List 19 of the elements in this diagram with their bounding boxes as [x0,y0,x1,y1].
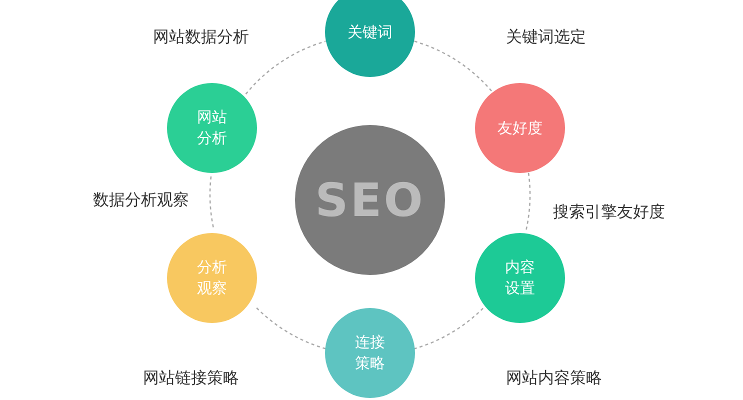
circle-label: 分析观察 [196,257,228,299]
circle-label: 连接策略 [354,332,386,374]
circle-label: 内容设置 [504,257,536,299]
topic-caption: 关键词选定 [506,27,586,48]
topic-caption: 网站数据分析 [153,27,249,48]
circle-label: 友好度 [498,118,542,138]
topic-caption: 数据分析观察 [93,190,189,211]
circle-label: 网站分析 [196,107,228,149]
topic-caption: 网站内容策略 [506,368,602,389]
dashed-connector [414,40,493,92]
circle-label: 关键词 [348,22,392,42]
dashed-connector [525,172,531,231]
dashed-connector [254,305,326,350]
dashed-connector [245,40,326,95]
circle-label: SEO [315,172,425,229]
topic-caption: 搜索引擎友好度 [553,202,665,223]
topic-caption: 网站链接策略 [143,368,239,389]
dashed-connector [414,308,484,350]
dashed-connector [209,176,214,228]
